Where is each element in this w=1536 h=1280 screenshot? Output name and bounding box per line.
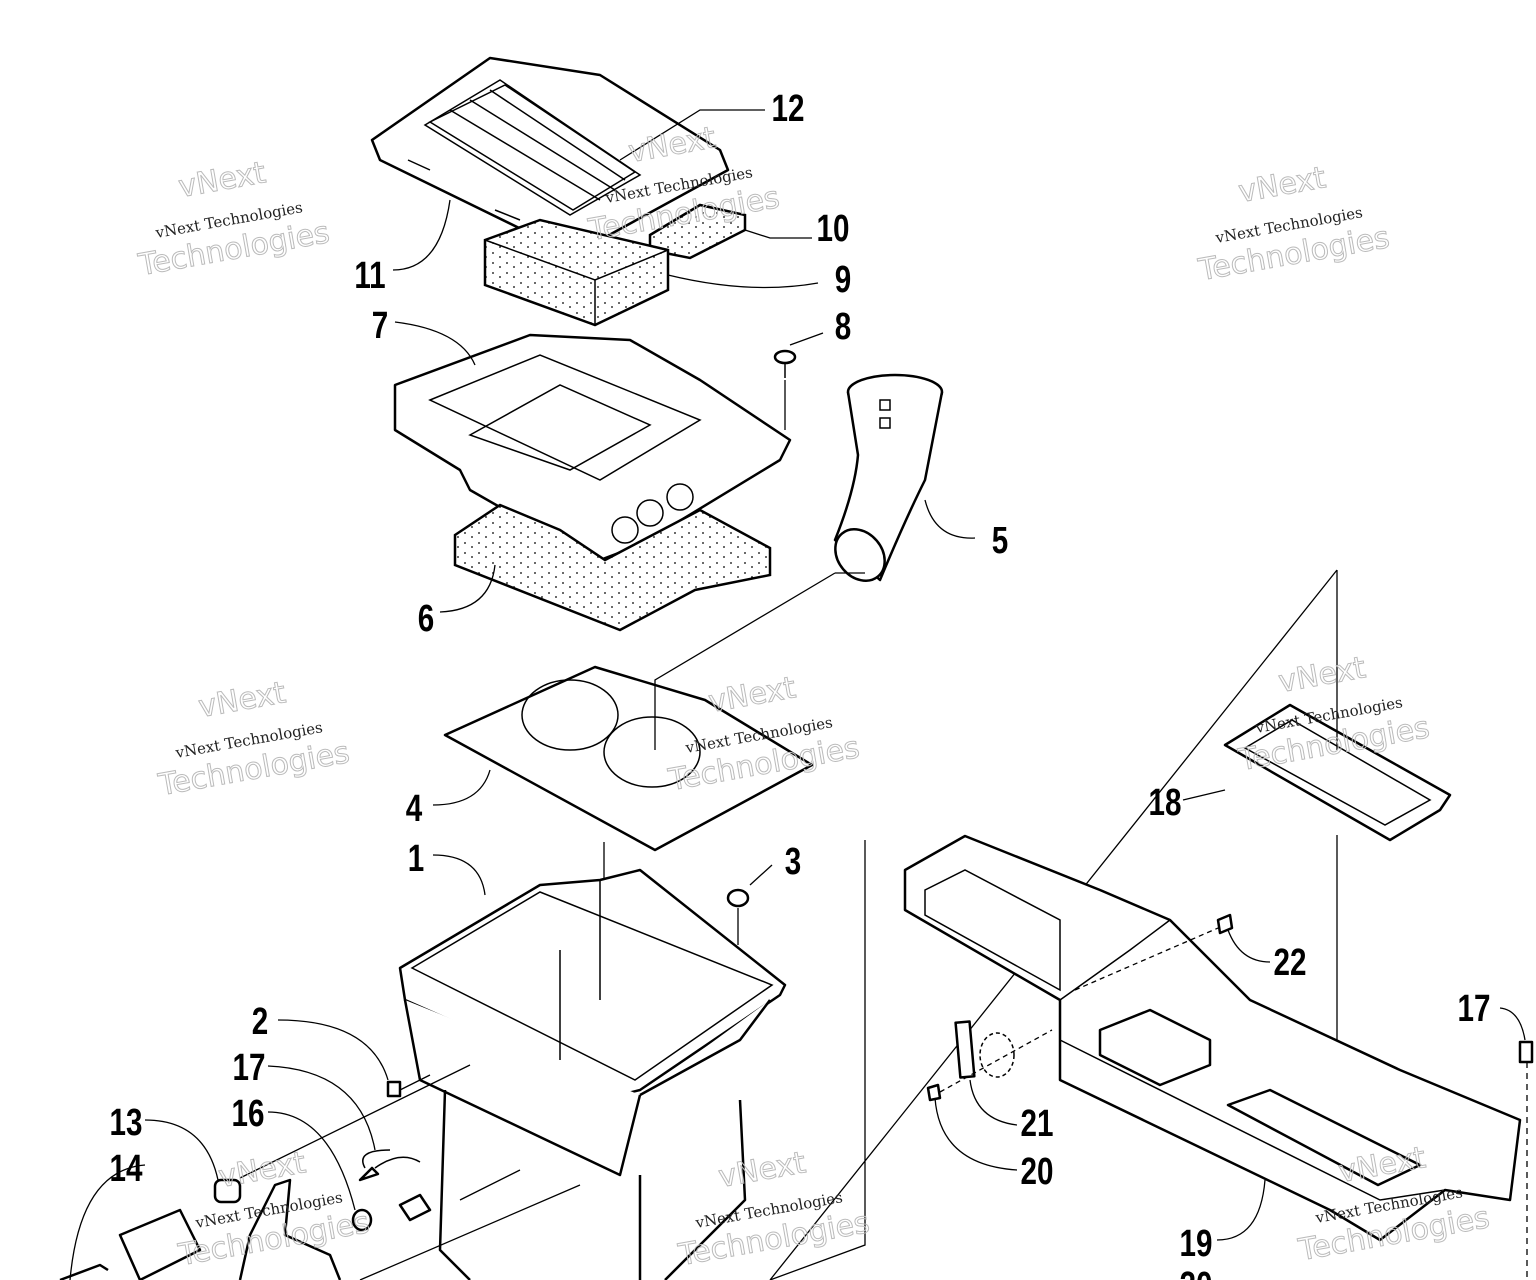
base-plate — [443, 665, 814, 852]
callout-20b: 20 — [1180, 1265, 1213, 1280]
callout-17: 17 — [233, 1047, 266, 1089]
callout-22: 22 — [1274, 942, 1307, 984]
callout-4: 4 — [406, 788, 423, 830]
watermark-big-1: vNext — [1236, 160, 1329, 210]
air-box-cover — [370, 56, 730, 250]
console-duct — [903, 834, 1522, 1242]
callouts: 12 10 11 9 7 8 5 6 4 1 3 2 17 13 16 14 1… — [110, 88, 1491, 1280]
filter-tray — [393, 333, 792, 562]
callout-9: 9 — [835, 259, 851, 301]
watermark-big-1: vNext — [176, 155, 269, 205]
air-box — [398, 868, 787, 1280]
plug-3 — [726, 888, 750, 945]
watermark-big-1: vNext — [1276, 650, 1369, 700]
callout-3: 3 — [785, 841, 801, 883]
hardware-right — [926, 913, 1534, 1280]
callout-13: 13 — [110, 1102, 143, 1144]
foam-filter-9 — [483, 218, 670, 327]
watermark-big-1: vNext — [706, 670, 799, 720]
callout-17b: 17 — [1458, 988, 1491, 1030]
callout-2: 2 — [252, 1001, 268, 1043]
watermark-big-1: vNext — [216, 1145, 309, 1195]
callout-21: 21 — [1021, 1103, 1054, 1145]
foam-pad-6 — [453, 503, 772, 632]
callout-7: 7 — [372, 305, 388, 347]
callout-6: 6 — [418, 598, 434, 640]
callout-11: 11 — [354, 255, 385, 297]
callout-1: 1 — [408, 838, 424, 880]
callout-18: 18 — [1149, 782, 1182, 824]
hardware-left — [59, 1064, 581, 1280]
callout-19: 19 — [1180, 1223, 1213, 1265]
leader-lines — [69, 109, 1526, 1280]
seal-18 — [1223, 703, 1452, 842]
watermark-big-1: vNext — [196, 675, 289, 725]
intake-elbow — [833, 373, 944, 582]
callout-10: 10 — [817, 208, 850, 250]
callout-12: 12 — [772, 88, 805, 130]
callout-14: 14 — [110, 1148, 143, 1190]
screw-8 — [773, 349, 797, 430]
callout-5: 5 — [992, 520, 1008, 562]
callout-8: 8 — [835, 306, 851, 348]
callout-16: 16 — [232, 1093, 265, 1135]
callout-20: 20 — [1021, 1151, 1054, 1193]
